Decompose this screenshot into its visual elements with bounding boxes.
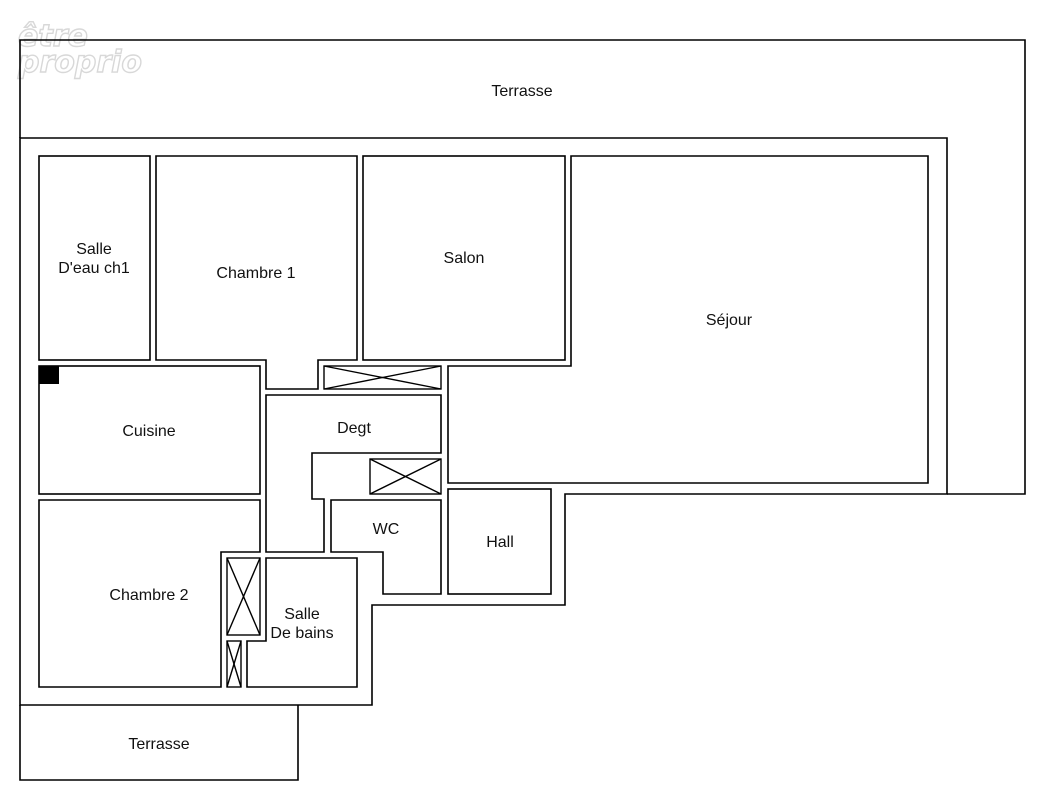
apartment-outline	[19, 137, 948, 706]
degt-corridor	[265, 394, 442, 553]
etre-proprio-logo: être proprio	[16, 18, 142, 80]
terrasse-bottom-label: Terrasse	[128, 736, 189, 753]
wc-room	[330, 499, 442, 595]
degt-label: Degt	[337, 420, 371, 437]
salle-deau-label-line2: D'eau ch1	[58, 260, 130, 277]
salle-deau-label-line1: Salle	[76, 241, 112, 258]
cuisine-room	[38, 365, 261, 495]
salle-de-bains-label-line1: Salle	[284, 606, 320, 623]
hall-room	[447, 488, 552, 595]
logo-line-2: proprio	[17, 45, 142, 80]
chambre-1-room	[155, 155, 358, 390]
salon-label: Salon	[444, 250, 485, 267]
wc-label: WC	[373, 521, 400, 538]
terrasse-top-outline	[19, 39, 1026, 495]
terrasse-bottom-outline	[19, 705, 299, 781]
salle-de-bains-label-line2: De bains	[270, 625, 333, 642]
terrasse-top-label: Terrasse	[491, 83, 552, 100]
sejour-label: Séjour	[706, 312, 753, 329]
logo-line-1: être	[18, 19, 88, 54]
closet-bottom-large	[226, 557, 261, 636]
chambre-2-label: Chambre 2	[109, 587, 188, 604]
closet-top	[323, 365, 442, 390]
closet-middle	[369, 458, 442, 495]
salle-de-bains-room	[246, 557, 358, 688]
chimney-block	[39, 366, 59, 384]
salon-room	[362, 155, 566, 361]
sejour-room	[447, 155, 929, 484]
cuisine-label: Cuisine	[122, 423, 175, 440]
hall-label: Hall	[486, 534, 514, 551]
chambre-2-room	[38, 499, 261, 688]
salle-deau-ch1-room	[38, 155, 151, 361]
closet-bottom-small	[226, 640, 242, 688]
chambre-1-label: Chambre 1	[216, 265, 295, 282]
